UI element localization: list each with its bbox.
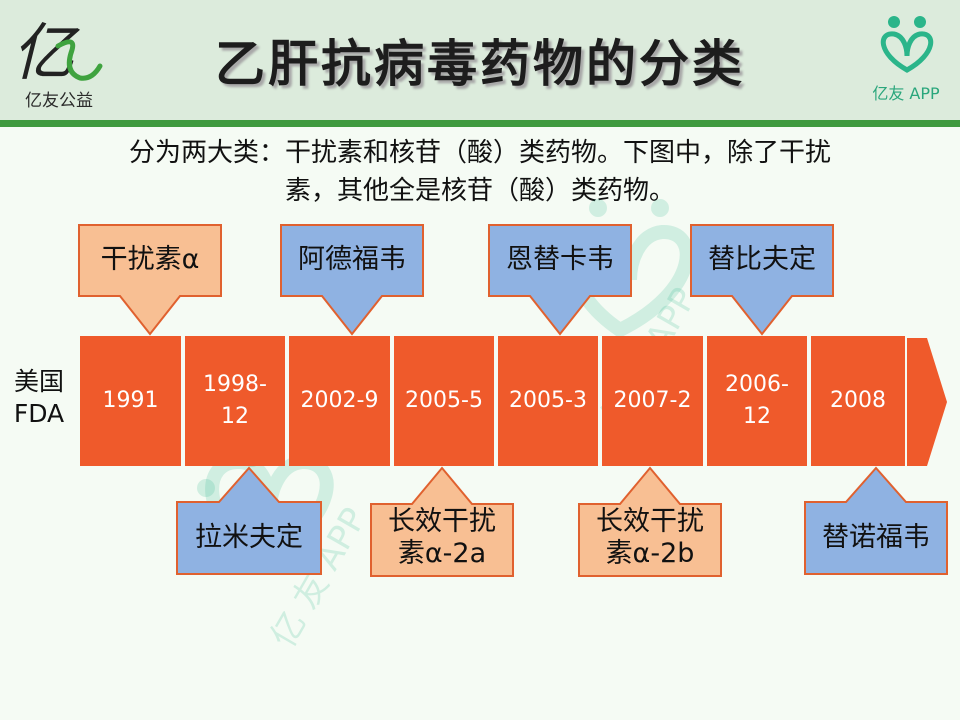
callout-peg-interferon-2a: 长效干扰 素α-2a xyxy=(370,466,514,578)
page-title: 乙肝抗病毒药物的分类 xyxy=(215,35,745,93)
logo-right-text: 亿友 APP xyxy=(872,84,940,103)
year-block-2007-2: 2007-2 xyxy=(602,336,703,466)
callout-2a-line-2: 素α-2a xyxy=(397,538,487,569)
year-block-2005-5: 2005-5 xyxy=(394,336,494,466)
year-block-2006-12: 2006- 12 xyxy=(707,336,807,466)
callout-text-interferon-alpha: 干扰素α xyxy=(100,244,200,275)
yiyou-charity-logo: 亿 xyxy=(6,6,106,114)
callout-entecavir: 恩替卡韦 xyxy=(488,224,632,336)
timeline-label: 美国 FDA xyxy=(4,366,74,430)
subtitle-line-2: 素，其他全是核苷（酸）类药物。 xyxy=(284,176,675,206)
timeline-arrow-tip xyxy=(907,338,947,466)
header-divider xyxy=(0,120,960,127)
callout-interferon-alpha: 干扰素α xyxy=(78,224,222,336)
callout-2b-line-2: 素α-2b xyxy=(605,538,695,569)
callout-text-telbivudine: 替比夫定 xyxy=(708,244,816,275)
year-block-2002-9: 2002-9 xyxy=(289,336,390,466)
callout-text-lamivudine: 拉米夫定 xyxy=(195,522,303,553)
subtitle-line-1: 分为两大类：干扰素和核苷（酸）类药物。下图中，除了干扰 xyxy=(128,138,831,168)
callout-2a-line-1: 长效干扰 xyxy=(388,506,496,537)
callout-tenofovir: 替诺福韦 xyxy=(804,466,948,576)
yiyou-app-logo xyxy=(864,10,950,118)
year-block-1991: 1991 xyxy=(80,336,181,466)
callout-lamivudine: 拉米夫定 xyxy=(176,466,322,576)
timeline-label-line-1: 美国 xyxy=(13,367,64,396)
callout-text-entecavir: 恩替卡韦 xyxy=(506,244,614,275)
year-block-2005-3: 2005-3 xyxy=(498,336,598,466)
year-block-2008: 2008 xyxy=(811,336,905,466)
callout-peg-interferon-2b: 长效干扰 素α-2b xyxy=(578,466,722,578)
callout-adefovir: 阿德福韦 xyxy=(280,224,424,336)
callout-telbivudine: 替比夫定 xyxy=(690,224,834,336)
timeline-label-line-2: FDA xyxy=(13,399,65,428)
subtitle: 分为两大类：干扰素和核苷（酸）类药物。下图中，除了干扰 素，其他全是核苷（酸）类… xyxy=(70,134,890,210)
year-block-1998-12: 1998- 12 xyxy=(185,336,285,466)
header-band xyxy=(0,0,960,120)
callout-text-peg-interferon-2a: 长效干扰 素α-2a xyxy=(370,506,514,570)
callout-text-adefovir: 阿德福韦 xyxy=(298,244,406,275)
callout-text-peg-interferon-2b: 长效干扰 素α-2b xyxy=(578,506,722,570)
callout-text-tenofovir: 替诺福韦 xyxy=(822,522,930,553)
logo-left-text: 亿友公益 xyxy=(25,91,93,111)
callout-2b-line-1: 长效干扰 xyxy=(596,506,704,537)
